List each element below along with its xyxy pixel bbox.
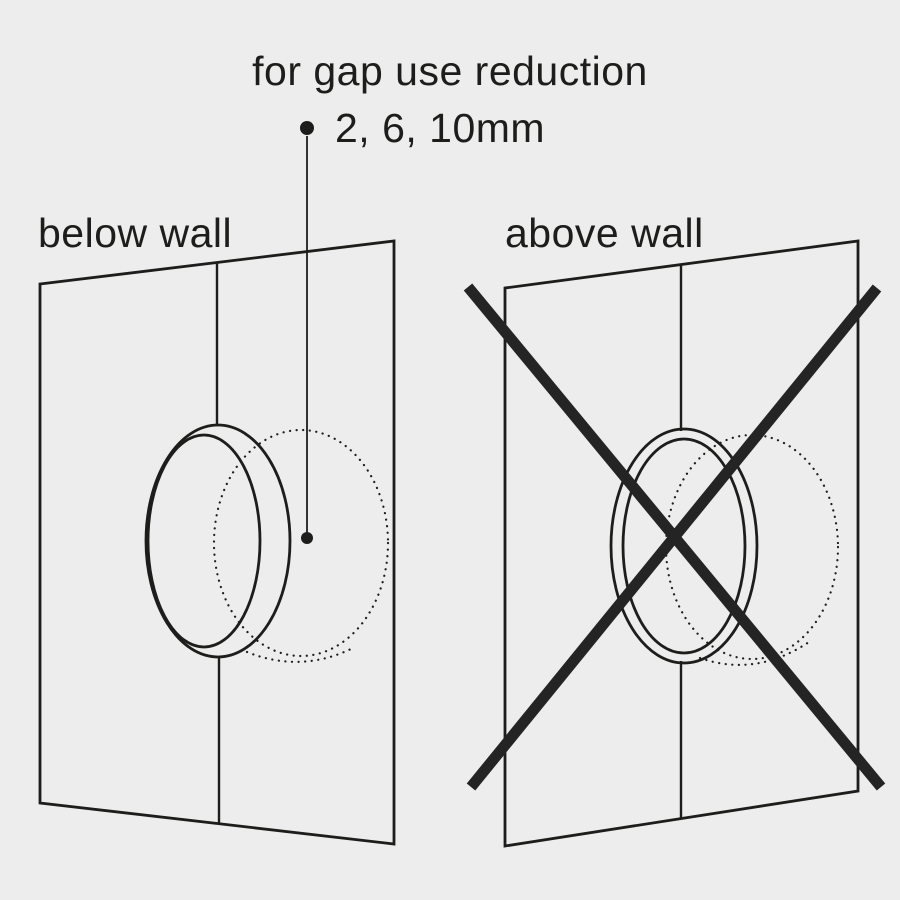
knob-face-left: [146, 433, 262, 649]
wall-plate-left: [38, 239, 396, 846]
knob-extended-bottom-dotted-left: [245, 645, 357, 663]
knob-body-right: [609, 427, 759, 665]
knob-face-right: [621, 437, 747, 655]
gap-annotation: for gap use reduction 2, 6, 10mm: [252, 48, 648, 544]
annotation-sizes: 2, 6, 10mm: [335, 105, 545, 151]
bullet-dot: [300, 121, 314, 135]
knob-body-left: [144, 423, 292, 659]
panel-below-wall-label: below wall: [38, 210, 232, 256]
panel-above-wall-label: above wall: [505, 210, 704, 256]
leader-end-dot: [301, 532, 313, 544]
panel-above-wall: above wall: [463, 210, 886, 848]
prohibition-cross: [463, 283, 886, 791]
annotation-title: for gap use reduction: [252, 48, 648, 94]
panel-below-wall: below wall: [38, 210, 396, 846]
knob-extended-dotted-left: [212, 428, 390, 658]
cross-line-2: [466, 284, 882, 791]
wall-plate-right: [503, 239, 860, 848]
knob-extended-bottom-dotted-right: [698, 638, 814, 666]
